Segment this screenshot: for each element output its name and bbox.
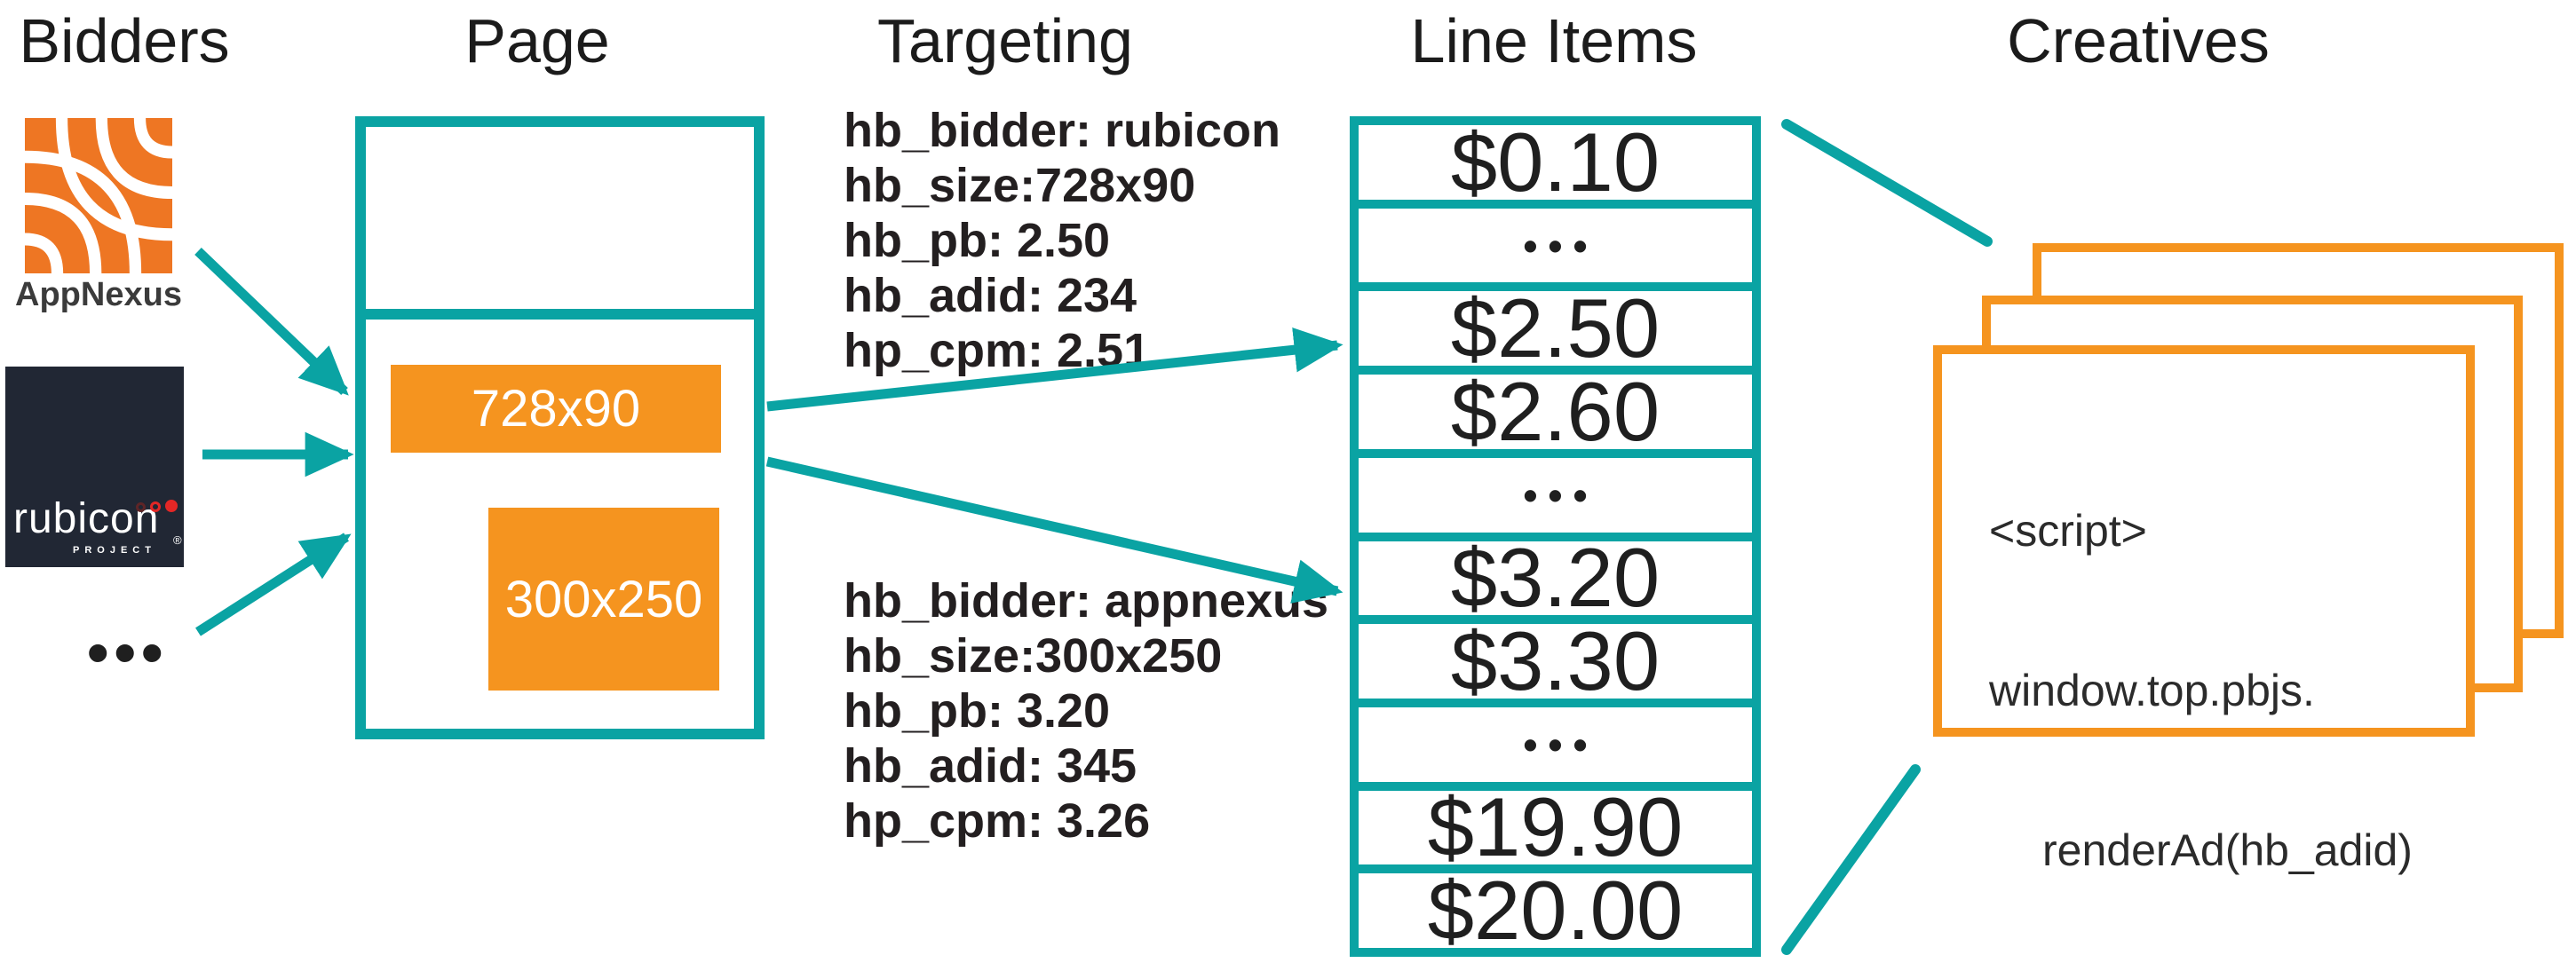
targeting-line: hb_adid: 234 — [844, 269, 1137, 322]
ad-slot-300x250: 300x250 — [488, 508, 719, 691]
page-wireframe: 728x90 300x250 — [355, 116, 765, 739]
targeting-line: hp_cpm: 2.51 — [844, 324, 1151, 377]
line-item-row: $2.50 — [1359, 291, 1752, 367]
ad-slot-728x90-label: 728x90 — [471, 380, 641, 438]
line-item-row-ellipsis: ••• — [1359, 457, 1752, 533]
page-section-divider — [366, 309, 754, 320]
code-line: window.top.pbjs. — [1989, 666, 2315, 715]
line-item-row: $3.20 — [1359, 541, 1752, 616]
line-item-row: $20.00 — [1359, 873, 1752, 949]
column-header-creatives: Creatives — [2007, 6, 2270, 75]
rubicon-registered-mark: ® — [173, 533, 182, 547]
rubicon-dot-dark-icon — [136, 502, 146, 512]
line-item-row-ellipsis: ••• — [1359, 706, 1752, 782]
creative-code-snippet: <script> window.top.pbjs. renderAd(hb_ad… — [1989, 398, 2413, 963]
ad-slot-728x90: 728x90 — [391, 365, 721, 453]
line-item-row: $0.10 — [1359, 125, 1752, 200]
line-item-row: $19.90 — [1359, 790, 1752, 865]
targeting-line: hb_bidder: rubicon — [844, 104, 1280, 157]
arrow-more-bidders-to-page — [195, 533, 352, 636]
code-line: <script> — [1989, 506, 2147, 556]
line-items-table: $0.10 ••• $2.50 $2.60 ••• $3.20 $3.30 ••… — [1350, 116, 1761, 957]
targeting-line: hb_bidder: appnexus — [844, 574, 1329, 628]
column-header-bidders: Bidders — [19, 6, 230, 75]
more-bidders-ellipsis: ••• — [87, 618, 169, 687]
arrow-appnexus-to-page — [194, 248, 349, 396]
line-item-row: $3.30 — [1359, 624, 1752, 699]
targeting-block-appnexus: hb_bidder: appnexus hb_size:300x250 hb_p… — [844, 573, 1328, 849]
line-item-row-ellipsis: ••• — [1359, 208, 1752, 283]
connector-line-items-bottom-to-creatives — [1781, 764, 1921, 955]
column-header-line-items: Line Items — [1410, 6, 1698, 75]
appnexus-logo-icon — [25, 118, 172, 273]
column-header-targeting: Targeting — [877, 6, 1133, 75]
targeting-line: hb_adid: 345 — [844, 739, 1137, 793]
connector-line-items-top-to-creatives — [1781, 119, 1993, 247]
line-item-row: $2.60 — [1359, 375, 1752, 449]
code-line: renderAd(hb_adid) — [2042, 825, 2413, 875]
targeting-line: hb_pb: 3.20 — [844, 684, 1111, 738]
rubicon-dot-ring-icon — [150, 501, 161, 512]
appnexus-label: AppNexus — [15, 276, 182, 313]
targeting-line: hb_size:728x90 — [844, 159, 1196, 212]
targeting-block-rubicon: hb_bidder: rubicon hb_size:728x90 hb_pb:… — [844, 103, 1280, 378]
creative-card-front — [1933, 345, 2475, 737]
rubicon-project-logo: rubicon ® PROJECT — [5, 367, 184, 567]
targeting-line: hb_pb: 2.50 — [844, 214, 1111, 267]
rubicon-dot-solid-icon — [165, 500, 178, 512]
ad-slot-300x250-label: 300x250 — [504, 570, 703, 628]
targeting-line: hp_cpm: 3.26 — [844, 794, 1151, 848]
arrow-page-to-line-item-3.20 — [765, 456, 1343, 604]
rubicon-wordmark: rubicon — [13, 495, 160, 542]
targeting-line: hb_size:300x250 — [844, 629, 1223, 683]
rubicon-project-label: PROJECT — [73, 545, 156, 556]
column-header-page: Page — [464, 6, 610, 75]
